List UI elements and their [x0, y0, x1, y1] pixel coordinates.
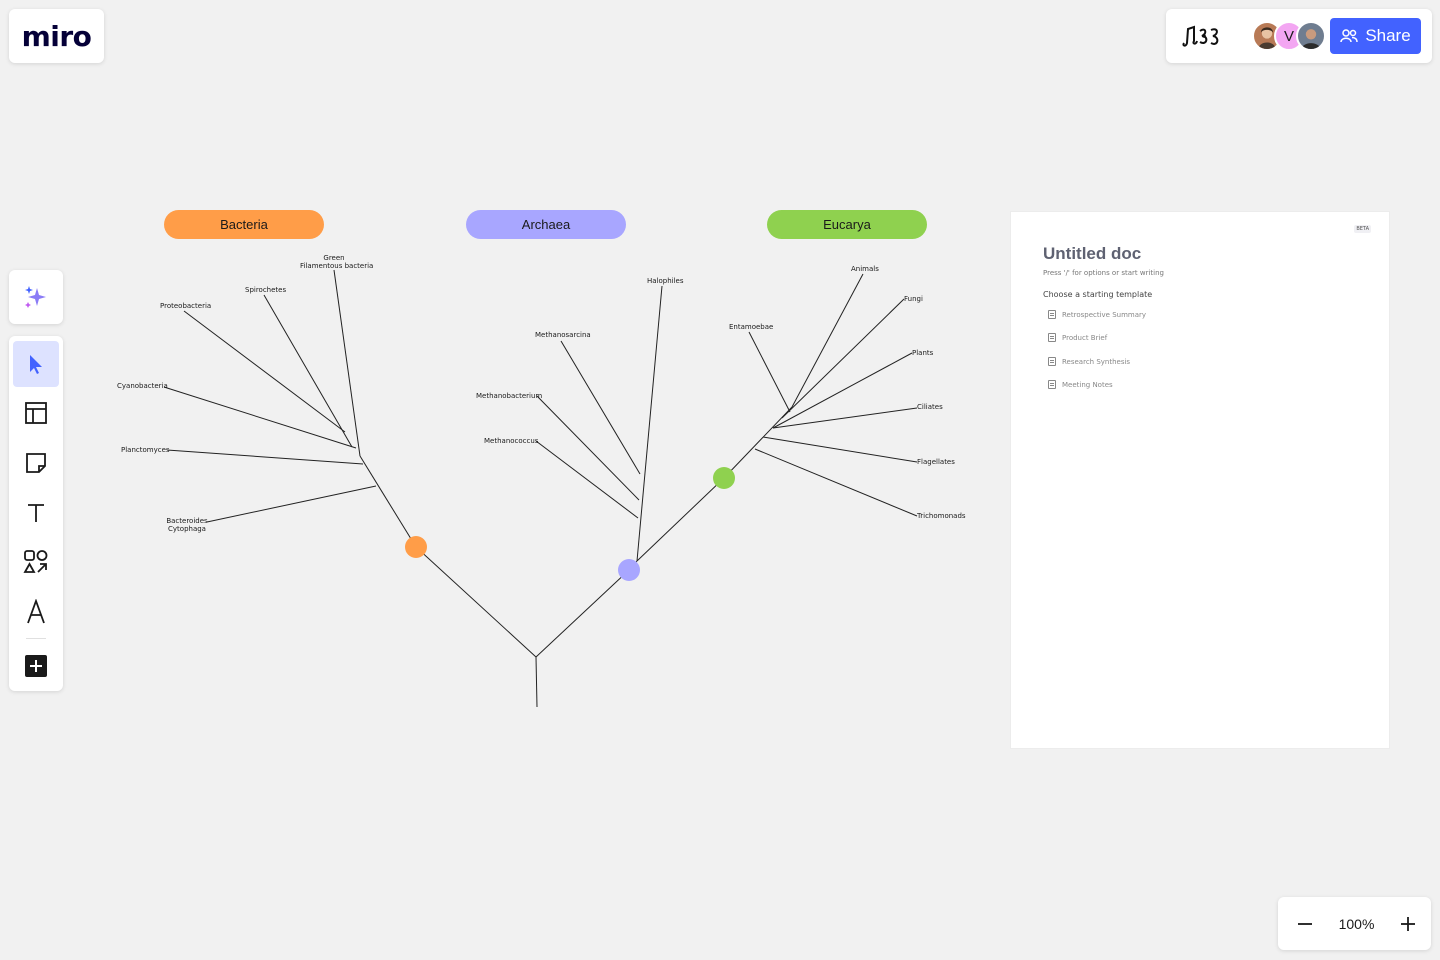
sparkle-icon: [25, 286, 46, 308]
tree-label[interactable]: Methanococcus: [484, 437, 539, 445]
miro-logo[interactable]: miro: [9, 9, 104, 63]
tree-label[interactable]: Proteobacteria: [160, 302, 212, 310]
template-label: Retrospective Summary: [1062, 310, 1147, 319]
doc-title[interactable]: Untitled doc: [1043, 244, 1142, 263]
domain-label: Bacteria: [220, 217, 268, 232]
tree-label[interactable]: Ciliates: [917, 403, 943, 411]
avatar[interactable]: [1296, 21, 1326, 51]
zoom-control: 100%: [1278, 897, 1431, 950]
templates-icon: [25, 402, 47, 425]
zoom-level[interactable]: 100%: [1338, 915, 1375, 932]
tree-label[interactable]: Green Filamentous bacteria: [300, 254, 374, 270]
doc-widget[interactable]: BETA Untitled doc Press '/' for options …: [1010, 211, 1390, 749]
ai-assist-button[interactable]: [9, 270, 63, 324]
people-icon: [1340, 29, 1359, 43]
tree-label[interactable]: Fungi: [904, 295, 923, 303]
tree-label[interactable]: Flagellates: [917, 458, 955, 466]
sticky-note-tool[interactable]: [13, 440, 59, 486]
tree-label[interactable]: Methanosarcina: [535, 331, 591, 339]
template-option[interactable]: Retrospective Summary: [1048, 310, 1146, 319]
tree-label-line: Green: [323, 254, 345, 262]
top-right-bar: V Share: [1166, 9, 1432, 63]
domain-label: Archaea: [521, 217, 571, 232]
tree-label[interactable]: Trichomonads: [917, 512, 966, 520]
add-more-tool[interactable]: [13, 643, 59, 689]
domain-label: Eucarya: [823, 217, 871, 232]
shapes-icon: [23, 550, 48, 573]
document-icon: [1048, 380, 1056, 389]
document-icon: [1048, 333, 1056, 342]
tree-label[interactable]: Planctomyces: [121, 446, 170, 454]
template-option[interactable]: Research Synthesis: [1048, 357, 1130, 366]
tree-label-line: Filamentous bacteria: [300, 262, 374, 270]
tree-label[interactable]: Spirochetes: [245, 286, 287, 294]
tree-label[interactable]: Plants: [912, 349, 934, 357]
share-button[interactable]: Share: [1330, 18, 1421, 54]
tree-label[interactable]: Halophiles: [647, 277, 684, 285]
tree-label[interactable]: Bacteroides Cytophaga: [165, 517, 209, 533]
toolbar-divider: [26, 638, 46, 640]
shapes-tool[interactable]: [13, 539, 59, 585]
left-toolbar: [9, 336, 63, 691]
text-icon: [28, 503, 44, 522]
pen-icon: [27, 598, 45, 623]
zoom-out-icon[interactable]: [1296, 915, 1314, 933]
zoom-in-icon[interactable]: [1399, 915, 1417, 933]
tree-label-line: Bacteroides: [166, 517, 208, 525]
template-label: Meeting Notes: [1062, 380, 1113, 389]
domain-pill-bacteria[interactable]: Bacteria: [164, 210, 324, 239]
domain-pill-eucarya[interactable]: Eucarya: [767, 210, 927, 239]
text-tool[interactable]: [13, 490, 59, 536]
tree-label[interactable]: Methanobacterium: [476, 392, 543, 400]
tree-label[interactable]: Entamoebae: [729, 323, 774, 331]
document-icon: [1048, 357, 1056, 366]
pen-tool[interactable]: [13, 589, 59, 635]
add-more-icon: [25, 655, 47, 678]
board-name-icon[interactable]: [1180, 21, 1232, 51]
document-icon: [1048, 310, 1056, 319]
sticky-note-icon: [26, 453, 46, 473]
template-option[interactable]: Meeting Notes: [1048, 380, 1113, 389]
beta-badge: BETA: [1354, 225, 1371, 233]
tree-label-line: Cytophaga: [168, 525, 206, 533]
tree-label[interactable]: Cyanobacteria: [117, 382, 168, 390]
doc-choose-heading: Choose a starting template: [1043, 290, 1153, 299]
template-label: Product Brief: [1062, 333, 1108, 342]
select-icon: [30, 354, 42, 374]
logo-text: miro: [21, 19, 92, 53]
share-label: Share: [1365, 26, 1411, 45]
domain-pill-archaea[interactable]: Archaea: [466, 210, 626, 239]
doc-hint: Press '/' for options or start writing: [1043, 269, 1164, 277]
avatar-letter: V: [1283, 27, 1294, 45]
collaborator-avatars[interactable]: V: [1252, 21, 1326, 51]
templates-tool[interactable]: [13, 391, 59, 437]
select-tool[interactable]: [13, 341, 59, 387]
template-option[interactable]: Product Brief: [1048, 333, 1107, 342]
template-label: Research Synthesis: [1062, 357, 1131, 366]
tree-label[interactable]: Animals: [851, 265, 879, 273]
